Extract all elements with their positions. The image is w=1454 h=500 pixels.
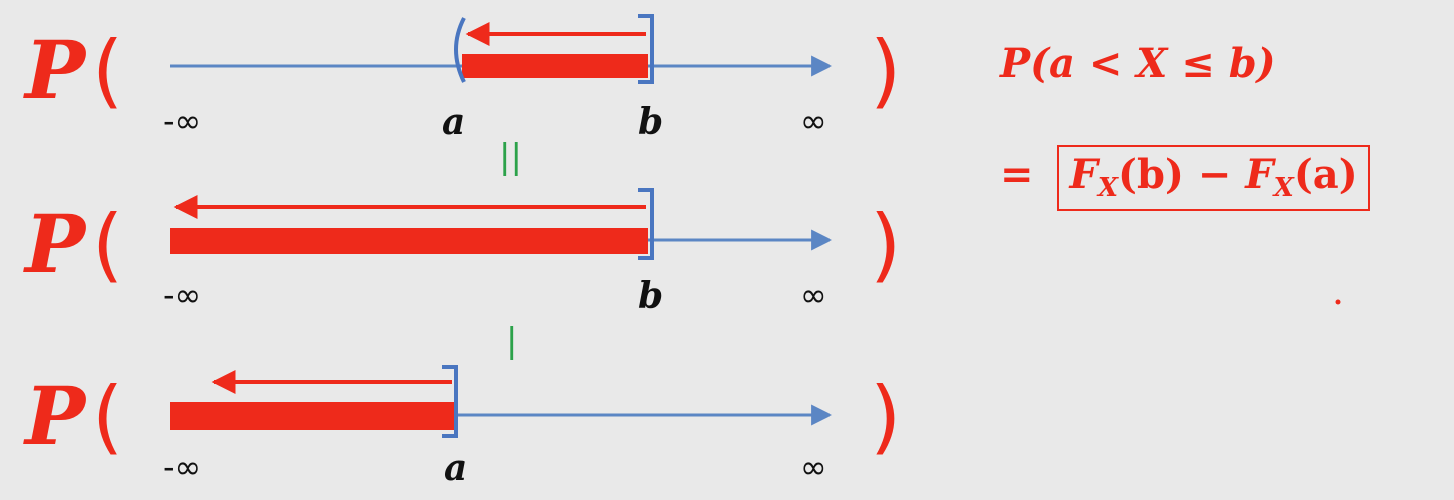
cdf-sub-2: X <box>1273 173 1294 203</box>
cdf-minus: − <box>1183 151 1246 198</box>
row-3-a-closed-bracket <box>442 365 458 438</box>
row-3-neg-infinity-label: -∞ <box>163 448 201 486</box>
cdf-sub-1: X <box>1097 173 1119 203</box>
row-1-close-paren: ) <box>870 24 901 117</box>
row-3-infinity-label: ∞ <box>800 448 827 486</box>
row-1-neg-infinity-label: -∞ <box>163 102 201 140</box>
row-1-open-paren: ( <box>92 24 123 117</box>
formula-equals: = <box>1000 151 1034 198</box>
row-3-open-paren: ( <box>92 370 123 463</box>
row-1-a-label: a <box>442 101 465 143</box>
row-3-prob-label: P <box>23 369 88 463</box>
row-1-a-open-bracket <box>454 17 466 83</box>
minus-separator: | <box>506 321 517 361</box>
formula-cdf-difference-box: FX(b) − FX(a) <box>1057 145 1370 211</box>
row-1-infinity-label: ∞ <box>800 102 827 140</box>
pointer-dot <box>1335 299 1341 305</box>
row-2-open-paren: ( <box>92 198 123 291</box>
row-2-number-line: P ( ) -∞ b ∞ <box>23 188 901 317</box>
row-1-number-line: P ( ) -∞ a b ∞ <box>23 14 901 143</box>
cdf-arg-a: (a) <box>1293 151 1358 198</box>
formula-probability: P(a < X ≤ b) <box>1000 40 1276 87</box>
row-2-infinity-label: ∞ <box>800 276 827 314</box>
row-2-neg-infinity-label: -∞ <box>163 276 201 314</box>
row-2-prob-label: P <box>23 197 88 291</box>
row-3-shaded-interval <box>170 402 455 430</box>
row-2-b-closed-bracket <box>638 188 654 260</box>
row-1-b-closed-bracket <box>638 14 654 84</box>
row-2-close-paren: ) <box>870 198 901 291</box>
row-1-prob-label: P <box>23 23 88 117</box>
cdf-F-1: F <box>1069 151 1098 198</box>
row-3-number-line: P ( ) -∞ a ∞ <box>23 365 901 489</box>
formula-line-1: P(a < X ≤ b) <box>1000 40 1276 87</box>
equals-separator: || <box>499 137 522 177</box>
cdf-arg-b: (b) <box>1118 151 1184 198</box>
cdf-F-2: F <box>1245 151 1274 198</box>
row-1-b-label: b <box>638 101 663 143</box>
row-2-b-label: b <box>638 275 663 317</box>
row-3-close-paren: ) <box>870 370 901 463</box>
row-1-shaded-interval <box>462 54 648 78</box>
row-3-a-label: a <box>444 447 467 489</box>
row-2-shaded-interval <box>170 228 648 254</box>
formula-line-2: = FX(b) − FX(a) <box>1000 145 1370 211</box>
